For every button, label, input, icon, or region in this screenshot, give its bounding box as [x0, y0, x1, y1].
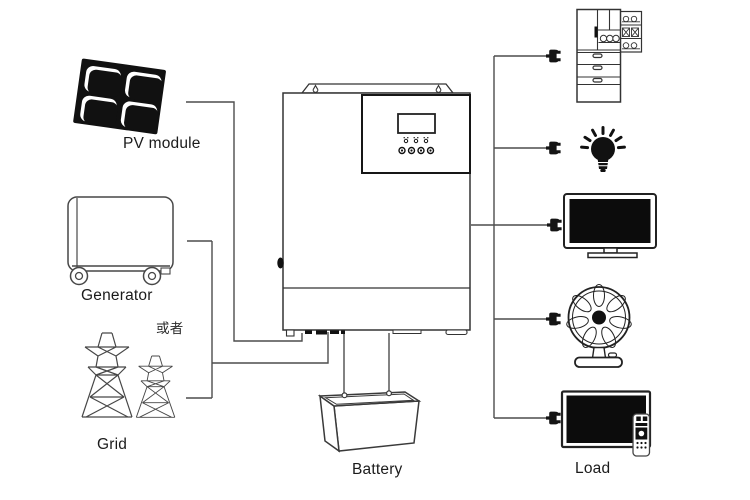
refrigerator-icon	[576, 8, 643, 103]
monitor-icon	[563, 193, 657, 259]
wire-pv-to-inverter	[186, 101, 303, 342]
pv-module-icon	[73, 58, 166, 135]
tv-icon	[560, 390, 652, 457]
load-label: Load	[575, 460, 611, 477]
pv-module-label: PV module	[123, 135, 201, 152]
battery-terminal	[386, 390, 393, 397]
plug-icon	[546, 49, 561, 63]
fan-icon	[566, 284, 632, 368]
battery-terminal	[341, 392, 348, 399]
bottom-ports	[285, 329, 468, 337]
grid-label: Grid	[97, 436, 128, 453]
plug-icon	[546, 141, 561, 155]
wire-ac-to-inverter	[212, 332, 329, 364]
lcd-display	[397, 113, 436, 134]
remote-icon	[632, 413, 651, 457]
generator-icon	[67, 196, 174, 286]
grid-towers-icon	[81, 332, 176, 418]
generator-label: Generator	[81, 287, 153, 304]
control-panel	[361, 94, 471, 174]
plug-icon	[546, 411, 561, 425]
inverter-icon	[277, 83, 471, 337]
plug-icon	[547, 218, 562, 232]
light-bulb-icon	[580, 126, 626, 172]
led-indicators	[403, 137, 429, 144]
battery-label: Battery	[352, 461, 403, 478]
mounting-bracket	[300, 83, 455, 94]
panel-buttons	[398, 146, 435, 155]
plug-icon	[546, 312, 561, 326]
fridge-handle	[594, 26, 598, 38]
or-label: 或者	[156, 321, 184, 336]
side-knob	[277, 257, 284, 269]
battery-icon	[317, 390, 422, 453]
